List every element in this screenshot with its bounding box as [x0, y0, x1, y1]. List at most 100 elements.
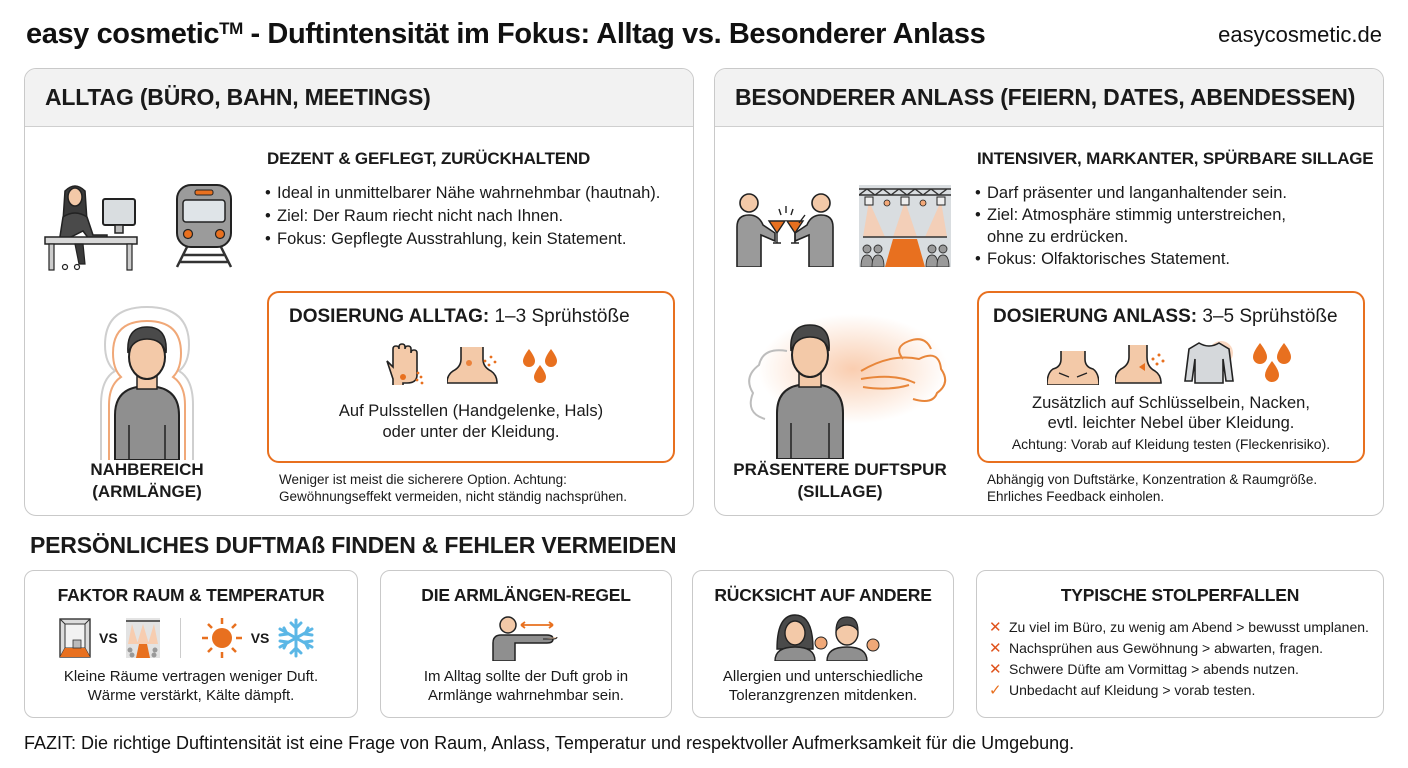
card-text-line: Armlänge wahrnehmbar sein.	[428, 687, 624, 704]
note-line: Gewöhnungseffekt vermeiden, nicht ständi…	[279, 489, 627, 504]
vs-label: VS	[250, 630, 270, 646]
title-text: - Duftintensität im Fokus: Alltag vs. Be…	[242, 18, 986, 50]
card-text-line: Kleine Räume vertragen weniger Duft.	[63, 668, 319, 685]
figure-label-sillage: PRÄSENTERE DUFTSPUR (SILLAGE)	[725, 459, 955, 503]
check-icon: ✓	[989, 682, 1002, 699]
dosage-title: DOSIERUNG ALLTAG: 1–3 Sprühstöße	[289, 306, 630, 328]
section-title-duftmass: PERSÖNLICHES DUFTMAß FINDEN & FEHLER VER…	[30, 532, 677, 558]
dosage-text-line: Zusätzlich auf Schlüsselbein, Nacken,	[1032, 394, 1310, 412]
dosage-icons	[383, 343, 559, 385]
bullet-item: Ziel: Atmosphäre stimmig unterstreichen,	[975, 204, 1375, 226]
card-text: Kleine Räume vertragen weniger Duft. Wär…	[25, 667, 357, 705]
bullet-item: Darf präsenter und langanhaltender sein.	[975, 182, 1375, 204]
people-icon	[771, 613, 881, 661]
snowflake-icon	[278, 618, 314, 658]
dosage-label: DOSIERUNG ALLTAG:	[289, 306, 490, 327]
neck-spray-icon	[1115, 345, 1165, 384]
note-line: Ehrliches Feedback einholen.	[987, 489, 1165, 504]
dosage-value: 1–3 Sprühstöße	[494, 306, 630, 327]
figure-label-nahbereich: NAHBEREICH (ARMLÄNGE)	[47, 459, 247, 503]
vs-label: VS	[99, 630, 118, 646]
bullet-item-continued: ohne zu erdrücken.	[987, 228, 1129, 246]
card-title: FAKTOR RAUM & TEMPERATUR	[57, 585, 325, 605]
card-text-line: Toleranzgrenzen mitdenken.	[728, 687, 918, 704]
card-text-line: Wärme verstärkt, Kälte dämpft.	[87, 687, 295, 704]
arm-length-icon	[491, 615, 561, 661]
small-room-icon	[59, 618, 91, 658]
card-text: Im Alltag sollte der Duft grob in Armlän…	[381, 667, 671, 705]
anlass-subhead: INTENSIVER, MARKANTER, SPÜRBARE SILLAGE	[977, 149, 1374, 168]
figure-label-line: PRÄSENTERE DUFTSPUR	[733, 460, 947, 479]
dosage-text-line: evtl. leichter Nebel über Kleidung.	[1047, 414, 1295, 432]
pitfall-item: ✕ Zu viel im Büro, zu wenig am Abend > be…	[989, 617, 1369, 638]
note-line: Weniger ist meist die sicherere Option. …	[279, 472, 567, 487]
fazit-text: FAZIT: Die richtige Duftintensität ist e…	[24, 733, 1075, 753]
pitfall-text: Unbedacht auf Kleidung > vorab testen.	[1009, 682, 1256, 698]
dosage-text: Auf Pulsstellen (Handgelenke, Hals) oder…	[269, 401, 673, 443]
card-armlaengen-regel: DIE ARMLÄNGEN-REGEL Im Alltag sollte der…	[380, 570, 672, 718]
dosage-value: 3–5 Sprühstöße	[1202, 306, 1338, 327]
collarbone-icon	[1047, 351, 1099, 385]
figure-label-line: NAHBEREICH	[90, 460, 204, 479]
bullet-item: Ziel: Der Raum riecht nicht nach Ihnen.	[265, 205, 685, 228]
panel-alltag-heading: ALLTAG (BÜRO, BAHN, MEETINGS)	[25, 69, 693, 127]
person-aura-icon	[77, 305, 217, 460]
anlass-bullets: Darf präsenter und langanhaltender sein.…	[975, 182, 1375, 270]
alltag-note: Weniger ist meist die sicherere Option. …	[279, 471, 627, 505]
figure-label-line: (ARMLÄNGE)	[92, 482, 202, 501]
neck-icon	[447, 347, 498, 384]
panel-anlass-heading: BESONDERER ANLASS (FEIERN, DATES, ABENDE…	[715, 69, 1383, 127]
pitfall-text: Schwere Düfte am Vormittag > abends nutz…	[1009, 661, 1299, 677]
bullet-item: Fokus: Olfaktorisches Statement.	[975, 248, 1375, 270]
dosage-warning: Achtung: Vorab auf Kleidung testen (Flec…	[1011, 436, 1331, 452]
wrist-icon	[386, 343, 424, 385]
card-text-line: Allergien und unterschiedliche	[722, 668, 924, 685]
person-sillage-icon	[743, 299, 953, 459]
pitfall-item: ✕ Schwere Düfte am Vormittag > abends nut…	[989, 659, 1369, 680]
site-url[interactable]: easycosmetic.de	[1218, 22, 1382, 47]
panel-alltag: ALLTAG (BÜRO, BAHN, MEETINGS) DEZENT &	[24, 68, 694, 516]
card-ruecksicht: RÜCKSICHT AUF ANDERE Allergien und unter…	[692, 570, 954, 718]
cross-icon: ✕	[989, 661, 1002, 678]
pitfall-text: Zu viel im Büro, zu wenig am Abend > bew…	[1009, 619, 1369, 635]
trademark: TM	[219, 19, 243, 38]
dosage-icons	[1047, 339, 1293, 385]
bullet-item: Ideal in unmittelbarer Nähe wahrnehmbar …	[265, 182, 685, 205]
dosage-box-anlass: DOSIERUNG ANLASS: 3–5 Sprühstöße	[977, 291, 1365, 463]
alltag-subhead: DEZENT & GEFLEGT, ZURÜCKHALTEND	[267, 149, 591, 168]
figure-label-line: (SILLAGE)	[797, 482, 883, 501]
alltag-bullets: Ideal in unmittelbarer Nähe wahrnehmbar …	[265, 182, 685, 251]
dosage-label: DOSIERUNG ANLASS:	[993, 306, 1198, 327]
cocktail-toast-icon	[735, 187, 835, 267]
card-title: DIE ARMLÄNGEN-REGEL	[421, 585, 631, 605]
sweater-mist-icon	[1184, 341, 1234, 384]
stage-event-icon	[859, 185, 951, 267]
dosage-text-line: Auf Pulsstellen (Handgelenke, Hals)	[338, 402, 604, 420]
card-title: RÜCKSICHT AUF ANDERE	[714, 585, 932, 605]
card-raum-temperatur: FAKTOR RAUM & TEMPERATUR VS VS	[24, 570, 358, 718]
cross-icon: ✕	[989, 619, 1002, 636]
dosage-text: Zusätzlich auf Schlüsselbein, Nacken, ev…	[979, 393, 1363, 433]
train-icon	[171, 181, 237, 269]
dosage-title: DOSIERUNG ANLASS: 3–5 Sprühstöße	[993, 306, 1338, 328]
panel-anlass: BESONDERER ANLASS (FEIERN, DATES, ABENDE…	[714, 68, 1384, 516]
card-stolperfallen: TYPISCHE STOLPERFALLEN ✕ Zu viel im Büro,…	[976, 570, 1384, 718]
dosage-box-alltag: DOSIERUNG ALLTAG: 1–3 Sprühstöße Auf Pul…	[267, 291, 675, 463]
card-text-line: Im Alltag sollte der Duft grob in	[423, 668, 629, 685]
pitfall-text: Nachsprühen aus Gewöhnung > abwarten, fr…	[1009, 640, 1324, 656]
big-venue-icon	[125, 618, 160, 658]
drops-icon	[1253, 343, 1291, 382]
drops-icon	[523, 349, 557, 383]
page-title: easy cosmeticTM - Duftintensität im Foku…	[26, 18, 986, 51]
pitfall-item: ✓ Unbedacht auf Kleidung > vorab testen.	[989, 680, 1369, 701]
anlass-note: Abhängig von Duftstärke, Konzentration &…	[987, 471, 1317, 505]
divider	[179, 618, 181, 658]
office-worker-icon	[43, 181, 138, 271]
pitfall-item: ✕ Nachsprühen aus Gewöhnung > abwarten, f…	[989, 638, 1369, 659]
brand-name: easy cosmetic	[26, 18, 220, 50]
card-title: TYPISCHE STOLPERFALLEN	[1060, 585, 1300, 605]
bullet-item: Fokus: Gepflegte Ausstrahlung, kein Stat…	[265, 228, 685, 251]
sun-icon	[201, 618, 242, 658]
dosage-text-line: oder unter der Kleidung.	[382, 423, 560, 441]
cross-icon: ✕	[989, 640, 1002, 657]
